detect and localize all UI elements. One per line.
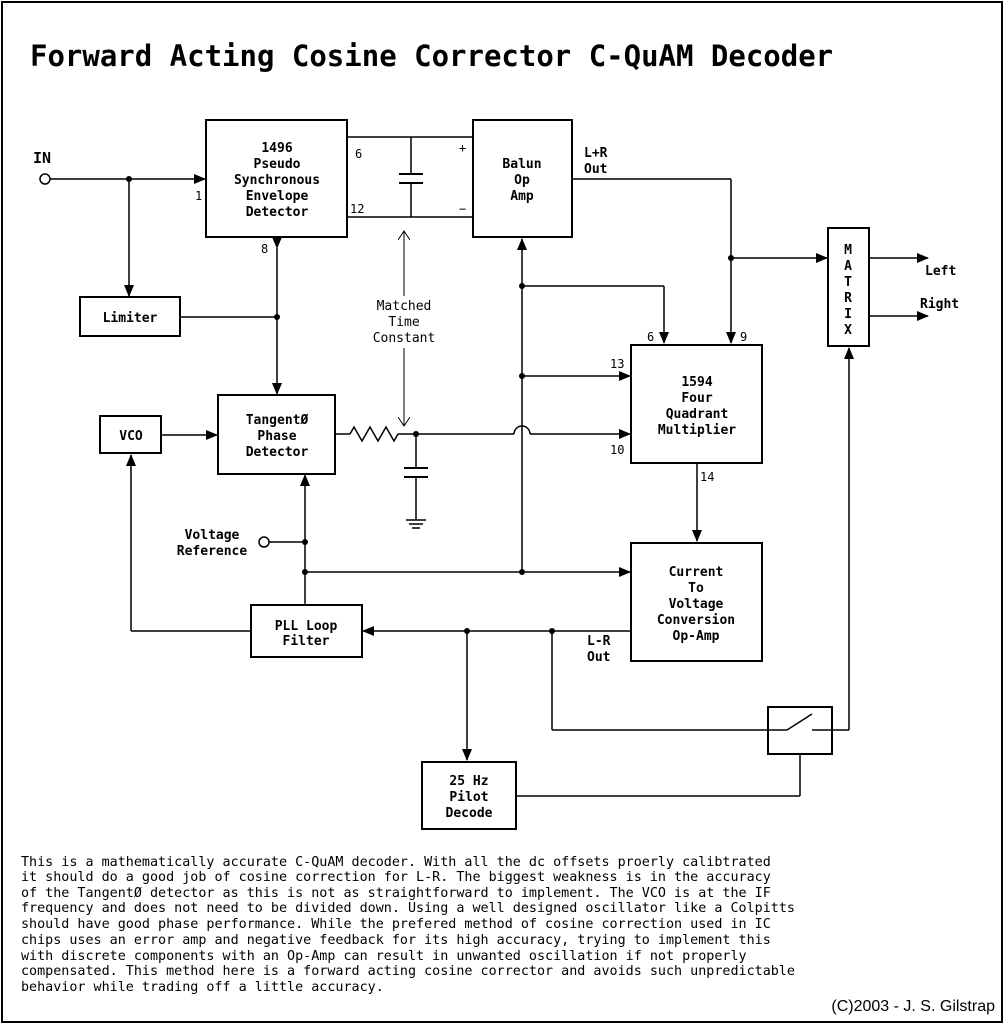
pilot-decode-line-2: Pilot bbox=[449, 790, 488, 805]
multiplier-line-2: Four bbox=[681, 391, 712, 406]
phase-detector-block: TangentØ Phase Detector bbox=[217, 394, 336, 475]
pll-filter-line-2: Filter bbox=[283, 634, 330, 649]
lr-diff-out-label-2: Out bbox=[587, 650, 610, 665]
vco-block: VCO bbox=[99, 415, 162, 454]
matrix-letter-4: R bbox=[844, 291, 852, 306]
envelope-detector-line-3: Synchronous bbox=[234, 173, 320, 188]
balun-line-2: Op bbox=[514, 173, 530, 188]
voltage-reference-label-1: Voltage bbox=[185, 528, 240, 543]
matrix-block: M A T R I X bbox=[827, 227, 870, 347]
balun-op-amp-block: Balun Op Amp bbox=[472, 119, 573, 238]
multiplier-line-3: Quadrant bbox=[666, 407, 729, 422]
description-line-1: This is a mathematically accurate C-QuAM… bbox=[21, 855, 771, 870]
limiter-block: Limiter bbox=[79, 296, 181, 337]
current-to-voltage-line-3: Voltage bbox=[669, 597, 724, 612]
lr-diff-out-label-1: L-R bbox=[587, 634, 611, 649]
current-to-voltage-block: Current To Voltage Conversion Op-Amp bbox=[630, 542, 763, 662]
pin-mult-9: 9 bbox=[740, 330, 747, 344]
pll-filter-line-1: PLL Loop bbox=[275, 619, 338, 634]
input-label: IN bbox=[33, 149, 51, 167]
current-to-voltage-line-2: To bbox=[688, 581, 704, 596]
pin-env-6: 6 bbox=[355, 147, 362, 161]
pin-mult-10: 10 bbox=[610, 443, 624, 457]
matched-time-constant-1: Matched bbox=[377, 299, 432, 314]
matrix-letter-1: M bbox=[844, 243, 852, 258]
description-line-3: of the TangentØ detector as this is not … bbox=[21, 886, 771, 901]
pll-loop-filter-block: PLL Loop Filter bbox=[250, 604, 363, 658]
multiplier-line-4: Multiplier bbox=[658, 423, 736, 438]
right-output-label: Right bbox=[920, 297, 959, 312]
left-output-label: Left bbox=[925, 264, 956, 279]
diagram-title: Forward Acting Cosine Corrector C-QuAM D… bbox=[30, 39, 833, 73]
balun-line-3: Amp bbox=[510, 189, 534, 204]
description-line-8: compensated. This method here is a forwa… bbox=[21, 964, 795, 979]
description-line-7: with discrete components with an Op-Amp … bbox=[21, 949, 747, 964]
pin-mult-14: 14 bbox=[700, 470, 714, 484]
matrix-letter-3: T bbox=[844, 275, 852, 290]
envelope-detector-line-4: Envelope bbox=[246, 189, 309, 204]
current-to-voltage-line-4: Conversion bbox=[657, 613, 735, 628]
multiplier-line-1: 1594 bbox=[681, 375, 712, 390]
envelope-detector-line-5: Detector bbox=[246, 205, 309, 220]
matched-time-constant-3: Constant bbox=[373, 331, 436, 346]
lr-sum-out-label-1: L+R bbox=[584, 146, 608, 161]
balun-line-1: Balun bbox=[502, 157, 541, 172]
pin-mult-13: 13 bbox=[610, 357, 624, 371]
description-line-5: should have good phase performance. Whil… bbox=[21, 917, 771, 932]
description-line-4: frequency and does not need to be divide… bbox=[21, 901, 795, 916]
envelope-detector-line-1: 1496 bbox=[261, 141, 292, 156]
pin-mult-6: 6 bbox=[647, 330, 654, 344]
pin-env-1: 1 bbox=[195, 189, 202, 203]
vco-label: VCO bbox=[119, 429, 143, 444]
lr-sum-out-label-2: Out bbox=[584, 162, 607, 177]
envelope-detector-block: 1496 Pseudo Synchronous Envelope Detecto… bbox=[205, 119, 348, 238]
current-to-voltage-line-1: Current bbox=[669, 565, 724, 580]
pin-env-12: 12 bbox=[350, 202, 364, 216]
phase-detector-line-1: TangentØ bbox=[246, 413, 309, 428]
wires bbox=[39, 136, 929, 797]
pin-env-8: 8 bbox=[261, 242, 268, 256]
multiplier-block: 1594 Four Quadrant Multiplier bbox=[630, 344, 763, 464]
phase-detector-line-2: Phase bbox=[257, 429, 296, 444]
matrix-letter-2: A bbox=[844, 259, 852, 274]
balun-minus-label: − bbox=[459, 202, 466, 216]
current-to-voltage-line-5: Op-Amp bbox=[673, 629, 720, 644]
description-paragraph: This is a mathematically accurate C-QuAM… bbox=[21, 855, 795, 995]
matrix-letter-5: I bbox=[844, 307, 852, 322]
envelope-detector-line-2: Pseudo bbox=[254, 157, 301, 172]
description-line-6: chips uses an error amp and negative fee… bbox=[21, 933, 771, 948]
reference-terminal bbox=[258, 536, 270, 548]
limiter-label: Limiter bbox=[103, 311, 158, 326]
pilot-decode-line-3: Decode bbox=[446, 806, 493, 821]
phase-detector-line-3: Detector bbox=[246, 445, 309, 460]
voltage-reference-label-2: Reference bbox=[177, 544, 248, 559]
description-line-2: it should do a good job of cosine correc… bbox=[21, 870, 771, 885]
pilot-decode-block: 25 Hz Pilot Decode bbox=[421, 761, 517, 830]
balun-plus-label: + bbox=[459, 141, 466, 155]
pilot-decode-line-1: 25 Hz bbox=[449, 774, 488, 789]
description-line-9: behavior while trading off a little accu… bbox=[21, 980, 384, 995]
input-terminal bbox=[39, 173, 51, 185]
matrix-letter-6: X bbox=[844, 323, 852, 338]
matched-time-constant-2: Time bbox=[388, 315, 419, 330]
copyright: (C)2003 - J. S. Gilstrap bbox=[831, 998, 995, 1015]
